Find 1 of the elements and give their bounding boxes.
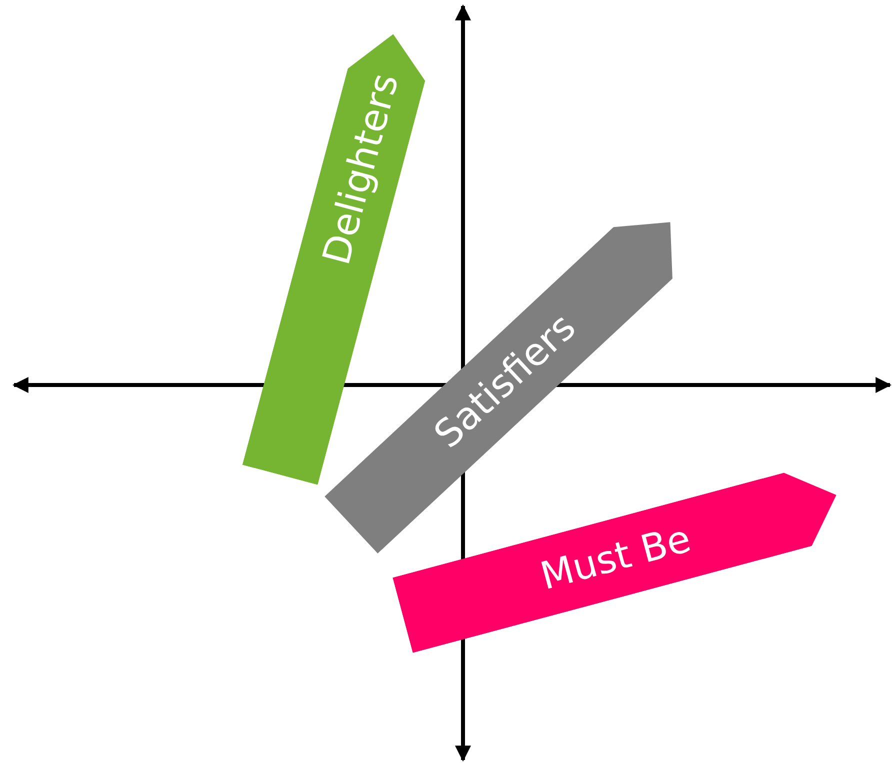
category-label: Must Be bbox=[536, 518, 696, 598]
